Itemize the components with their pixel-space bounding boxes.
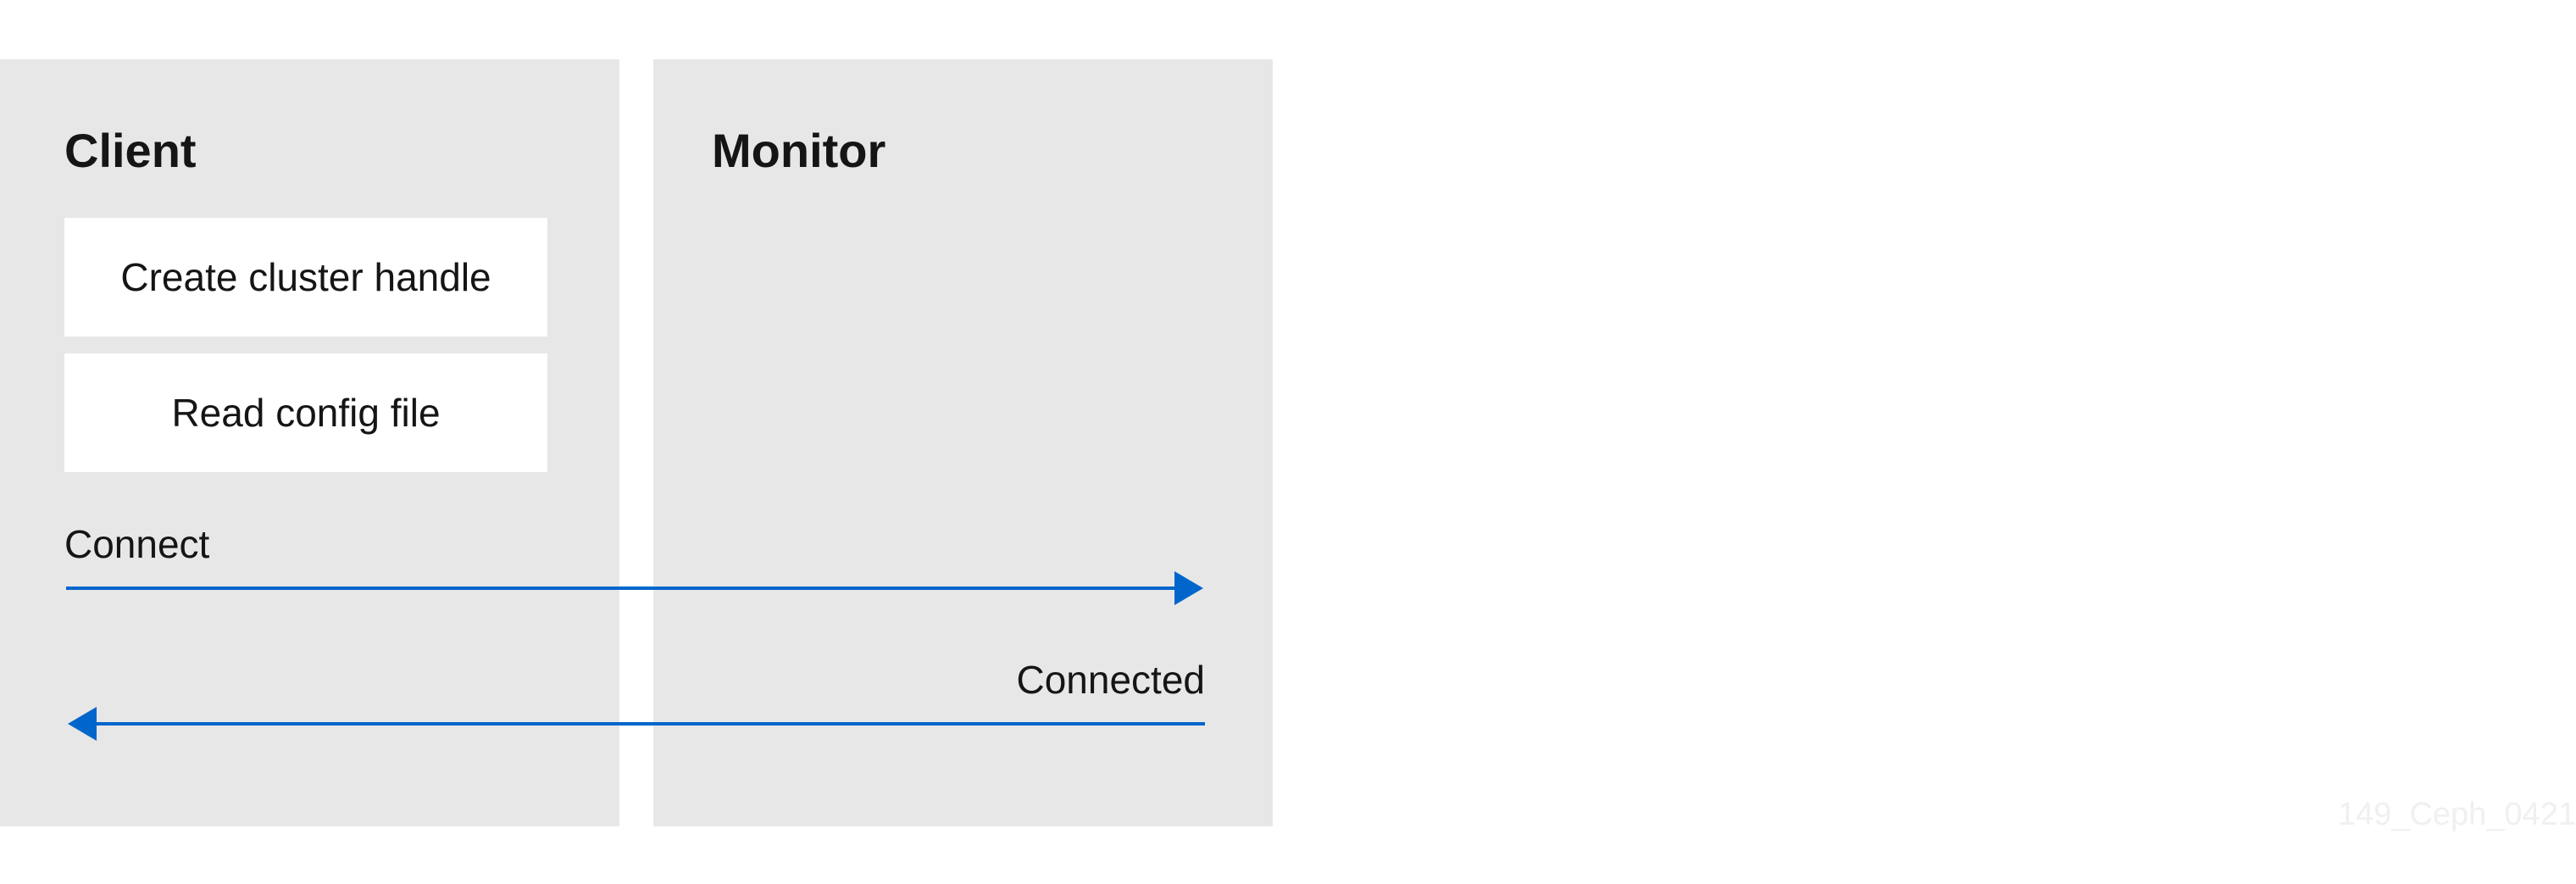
read-config-file-step: Read config file bbox=[64, 353, 547, 472]
create-cluster-handle-step: Create cluster handle bbox=[64, 218, 547, 336]
connect-message-label: Connect bbox=[64, 522, 210, 566]
step-label: Read config file bbox=[171, 391, 441, 435]
client-lane-title: Client bbox=[64, 124, 197, 177]
monitor-lane bbox=[653, 59, 1273, 826]
figure-id-watermark: 149_Ceph_0421 bbox=[2337, 797, 2576, 832]
step-label: Create cluster handle bbox=[120, 255, 491, 299]
connected-message-label: Connected bbox=[1016, 658, 1206, 702]
monitor-lane-title: Monitor bbox=[712, 124, 886, 177]
